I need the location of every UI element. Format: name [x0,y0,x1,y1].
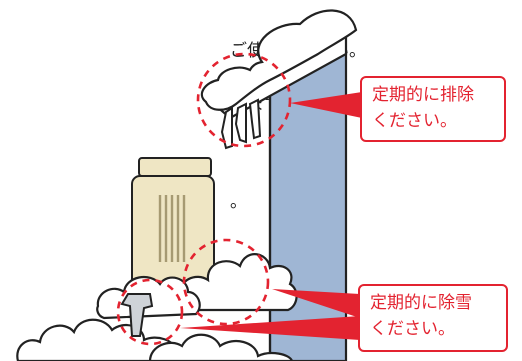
outdoor-unit [131,157,215,289]
callout-remove-snow: 定期的に除雪 ください。 [358,284,508,352]
unit-base-highlight-circle [182,238,270,326]
icicles [220,98,262,150]
callout-2-line-1: 定期的に除雪 [370,293,472,313]
callout-2-line-2: ください。 [370,319,455,339]
icicle-highlight-circle [196,52,292,148]
roof-snow [200,9,358,111]
instruction-line-3: 。 [230,192,247,212]
callout-pointers [180,92,362,340]
callout-1-line-2: ください。 [372,111,457,131]
callout-remove-icicles: 定期的に排除 ください。 [360,76,506,142]
drain-highlight-circle [116,278,184,346]
callout-1-line-1: 定期的に排除 [372,85,474,105]
drain-pipe [120,293,154,337]
highlight-circles [116,52,292,346]
